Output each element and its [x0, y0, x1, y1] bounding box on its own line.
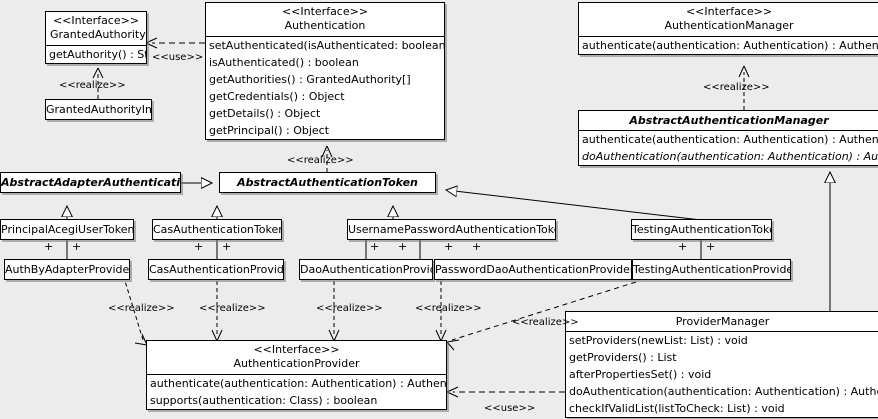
class-abstract-authentication-manager[interactable]: AbstractAuthenticationManager authentica… [578, 110, 878, 166]
class-cas-authentication-provider[interactable]: CasAuthenticationProvider [148, 259, 284, 280]
stereotype-label: <<Interface>> [253, 343, 340, 356]
class-granted-authority-impl[interactable]: GrantedAuthorityImpl [45, 99, 152, 120]
edge-label-realize-authentication: <<realize>> [287, 155, 354, 166]
class-header: <<Interface>> AuthenticationManager [579, 3, 878, 36]
class-testing-authentication-token[interactable]: TestingAuthenticationToken [631, 219, 772, 240]
member-row: getCredentials() : Object [209, 90, 345, 103]
multiplicity-plus: + [370, 240, 380, 253]
class-name: AuthenticationManager [664, 19, 794, 32]
stereotype-label: <<Interface>> [52, 14, 140, 27]
class-name: Authentication [284, 19, 366, 32]
class-name: CasAuthenticationToken [153, 223, 282, 236]
member-row: setAuthenticated(isAuthenticated: boolea… [209, 39, 444, 52]
member-row: doAuthentication(authentication: Authent… [582, 150, 878, 163]
multiplicity-plus: + [222, 240, 232, 253]
edge-label-realize-granted-authority: <<realize>> [59, 80, 126, 91]
class-username-password-authentication-token[interactable]: UsernamePasswordAuthenticationToken [347, 219, 556, 240]
edge-label-realize-cas-provider: <<realize>> [199, 303, 266, 314]
class-name: GrantedAuthorityImpl [46, 103, 151, 116]
class-name: TestingAuthenticationToken [632, 223, 772, 236]
class-abstract-adapter-authentication-token[interactable]: AbstractAdapterAuthenticationToken [0, 172, 181, 193]
class-header: AbstractAuthenticationManager [579, 111, 878, 130]
multiplicity-plus: + [398, 240, 408, 253]
member-row: supports(authentication: Class) : boolea… [150, 394, 378, 407]
member-row: checkIfValidList(listToCheck: List) : vo… [569, 402, 785, 415]
class-header: <<Interface>> Authentication [206, 3, 444, 36]
multiplicity-plus: + [72, 240, 82, 253]
member-row: setProviders(newList: List) : void [569, 334, 748, 347]
class-name: AbstractAdapterAuthenticationToken [1, 176, 181, 189]
member-row: afterPropertiesSet() : void [569, 368, 712, 381]
multiplicity-plus: + [444, 240, 454, 253]
stereotype-label: <<Interface>> [281, 5, 369, 18]
class-name: UsernamePasswordAuthenticationToken [348, 223, 556, 236]
edge-label-realize-dao-provider: <<realize>> [316, 303, 383, 314]
class-header: ProviderManager [566, 312, 878, 331]
class-auth-by-adapter-provider[interactable]: AuthByAdapterProvider [4, 259, 130, 280]
class-name: CasAuthenticationProvider [149, 263, 284, 276]
class-granted-authority[interactable]: <<Interface>> GrantedAuthority getAuthor… [45, 11, 147, 64]
multiplicity-plus: + [678, 240, 688, 253]
edge-label-realize-authentication-manager: <<realize>> [703, 82, 770, 93]
class-name: AuthenticationProvider [233, 357, 360, 370]
edge-label-realize-testing-provider: <<realize>> [512, 317, 579, 328]
member-list: authenticate(authentication: Authenticat… [579, 36, 878, 54]
class-provider-manager[interactable]: ProviderManager setProviders(newList: Li… [565, 311, 878, 418]
member-row: authenticate(authentication: Authenticat… [582, 133, 878, 146]
class-authentication-provider[interactable]: <<Interface>> AuthenticationProvider aut… [146, 340, 447, 410]
member-list: authenticate(authentication: Authenticat… [579, 130, 878, 165]
member-list: authenticate(authentication: Authenticat… [147, 374, 446, 409]
stereotype-label: <<Interface>> [685, 5, 773, 18]
class-abstract-authentication-token[interactable]: AbstractAuthenticationToken [219, 172, 436, 193]
class-header: <<Interface>> AuthenticationProvider [147, 341, 446, 374]
class-name: TestingAuthenticationProvider [633, 263, 791, 276]
member-row: getProviders() : List [569, 351, 677, 364]
multiplicity-plus: + [706, 240, 716, 253]
member-row: getAuthority() : String [49, 48, 146, 61]
class-dao-authentication-provider[interactable]: DaoAuthenticationProvider [299, 259, 433, 280]
class-name: AbstractAuthenticationToken [237, 176, 418, 189]
edge-label-use-granted-authority: <<use>> [152, 52, 204, 63]
member-list: setProviders(newList: List) : void getPr… [566, 331, 878, 417]
class-authentication-manager[interactable]: <<Interface>> AuthenticationManager auth… [578, 2, 878, 55]
multiplicity-plus: + [44, 240, 54, 253]
class-name: AuthByAdapterProvider [5, 263, 130, 276]
member-row: isAuthenticated() : boolean [209, 56, 359, 69]
member-list: setAuthenticated(isAuthenticated: boolea… [206, 36, 444, 139]
class-header: <<Interface>> GrantedAuthority [46, 12, 146, 45]
class-name: ProviderManager [675, 315, 770, 328]
class-name: DaoAuthenticationProvider [300, 263, 432, 276]
class-principal-acegi-user-token[interactable]: PrincipalAcegiUserToken [0, 219, 134, 240]
multiplicity-plus: + [194, 240, 204, 253]
multiplicity-plus: + [472, 240, 482, 253]
member-row: authenticate(authentication: Authenticat… [582, 39, 878, 52]
class-authentication[interactable]: <<Interface>> Authentication setAuthenti… [205, 2, 445, 140]
member-row: getDetails() : Object [209, 107, 321, 120]
member-list: getAuthority() : String [46, 45, 146, 63]
class-testing-authentication-provider[interactable]: TestingAuthenticationProvider [632, 259, 791, 280]
edge-label-use-authentication-provider: <<use>> [484, 403, 536, 414]
class-name: AbstractAuthenticationManager [629, 114, 829, 127]
class-name: GrantedAuthority [50, 28, 146, 41]
member-row: authenticate(authentication: Authenticat… [150, 377, 446, 390]
edge-label-realize-password-dao-provider: <<realize>> [415, 303, 482, 314]
class-name: PrincipalAcegiUserToken [1, 223, 134, 236]
class-name: PasswordDaoAuthenticationProvider [435, 263, 632, 276]
edge-label-realize-auth-by-adapter: <<realize>> [108, 303, 175, 314]
class-password-dao-authentication-provider[interactable]: PasswordDaoAuthenticationProvider [434, 259, 632, 280]
member-row: getAuthorities() : GrantedAuthority[] [209, 73, 411, 86]
class-cas-authentication-token[interactable]: CasAuthenticationToken [152, 219, 282, 240]
member-row: doAuthentication(authentication: Authent… [569, 385, 878, 398]
member-row: getPrincipal() : Object [209, 124, 330, 137]
